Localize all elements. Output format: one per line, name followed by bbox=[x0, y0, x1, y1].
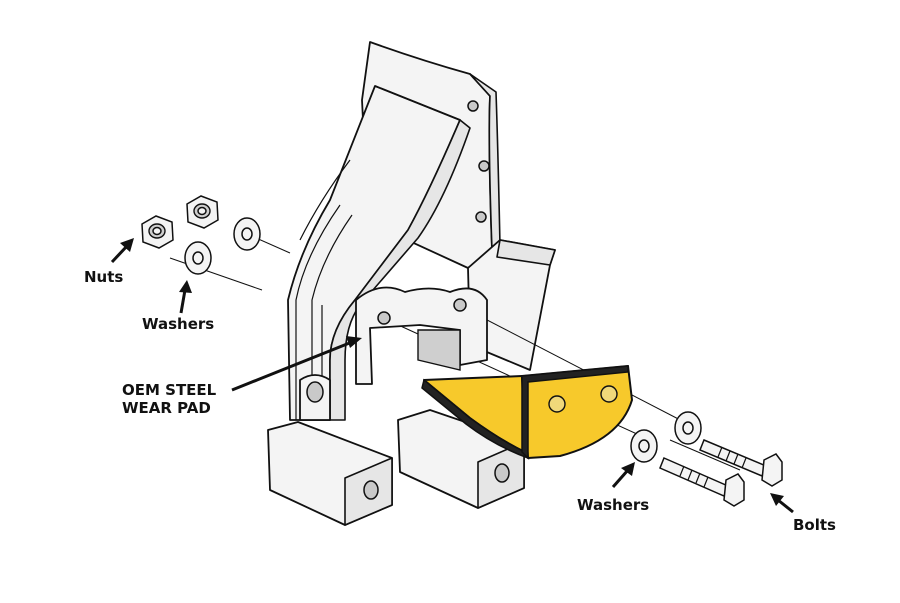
label-bolts: Bolts bbox=[793, 516, 836, 534]
nuts-arrow bbox=[110, 238, 134, 264]
washer-left-2 bbox=[233, 217, 261, 251]
label-wear-pad-line1: OEM STEEL bbox=[122, 381, 217, 399]
washer-right-2 bbox=[674, 411, 702, 445]
bolt-2 bbox=[699, 439, 783, 487]
bracket-left-foot bbox=[267, 374, 393, 526]
label-washers-left: Washers bbox=[142, 315, 215, 333]
label-wear-pad-line2: WEAR PAD bbox=[122, 399, 211, 417]
wear-pad bbox=[421, 365, 633, 460]
nut-1 bbox=[141, 215, 174, 249]
washers-right-arrow bbox=[611, 462, 635, 488]
bracket-right-housing bbox=[467, 239, 556, 371]
washer-left-1 bbox=[184, 241, 212, 275]
washer-right-1 bbox=[630, 429, 658, 463]
bracket-lug-plate bbox=[355, 286, 488, 385]
wear-pad-arrow bbox=[231, 336, 362, 392]
label-washers-right: Washers bbox=[577, 496, 650, 514]
bolts-arrow bbox=[770, 493, 794, 514]
washers-left-arrow bbox=[179, 280, 192, 314]
nut-2 bbox=[186, 195, 219, 229]
label-nuts: Nuts bbox=[84, 268, 124, 286]
bolt-1 bbox=[659, 457, 745, 507]
